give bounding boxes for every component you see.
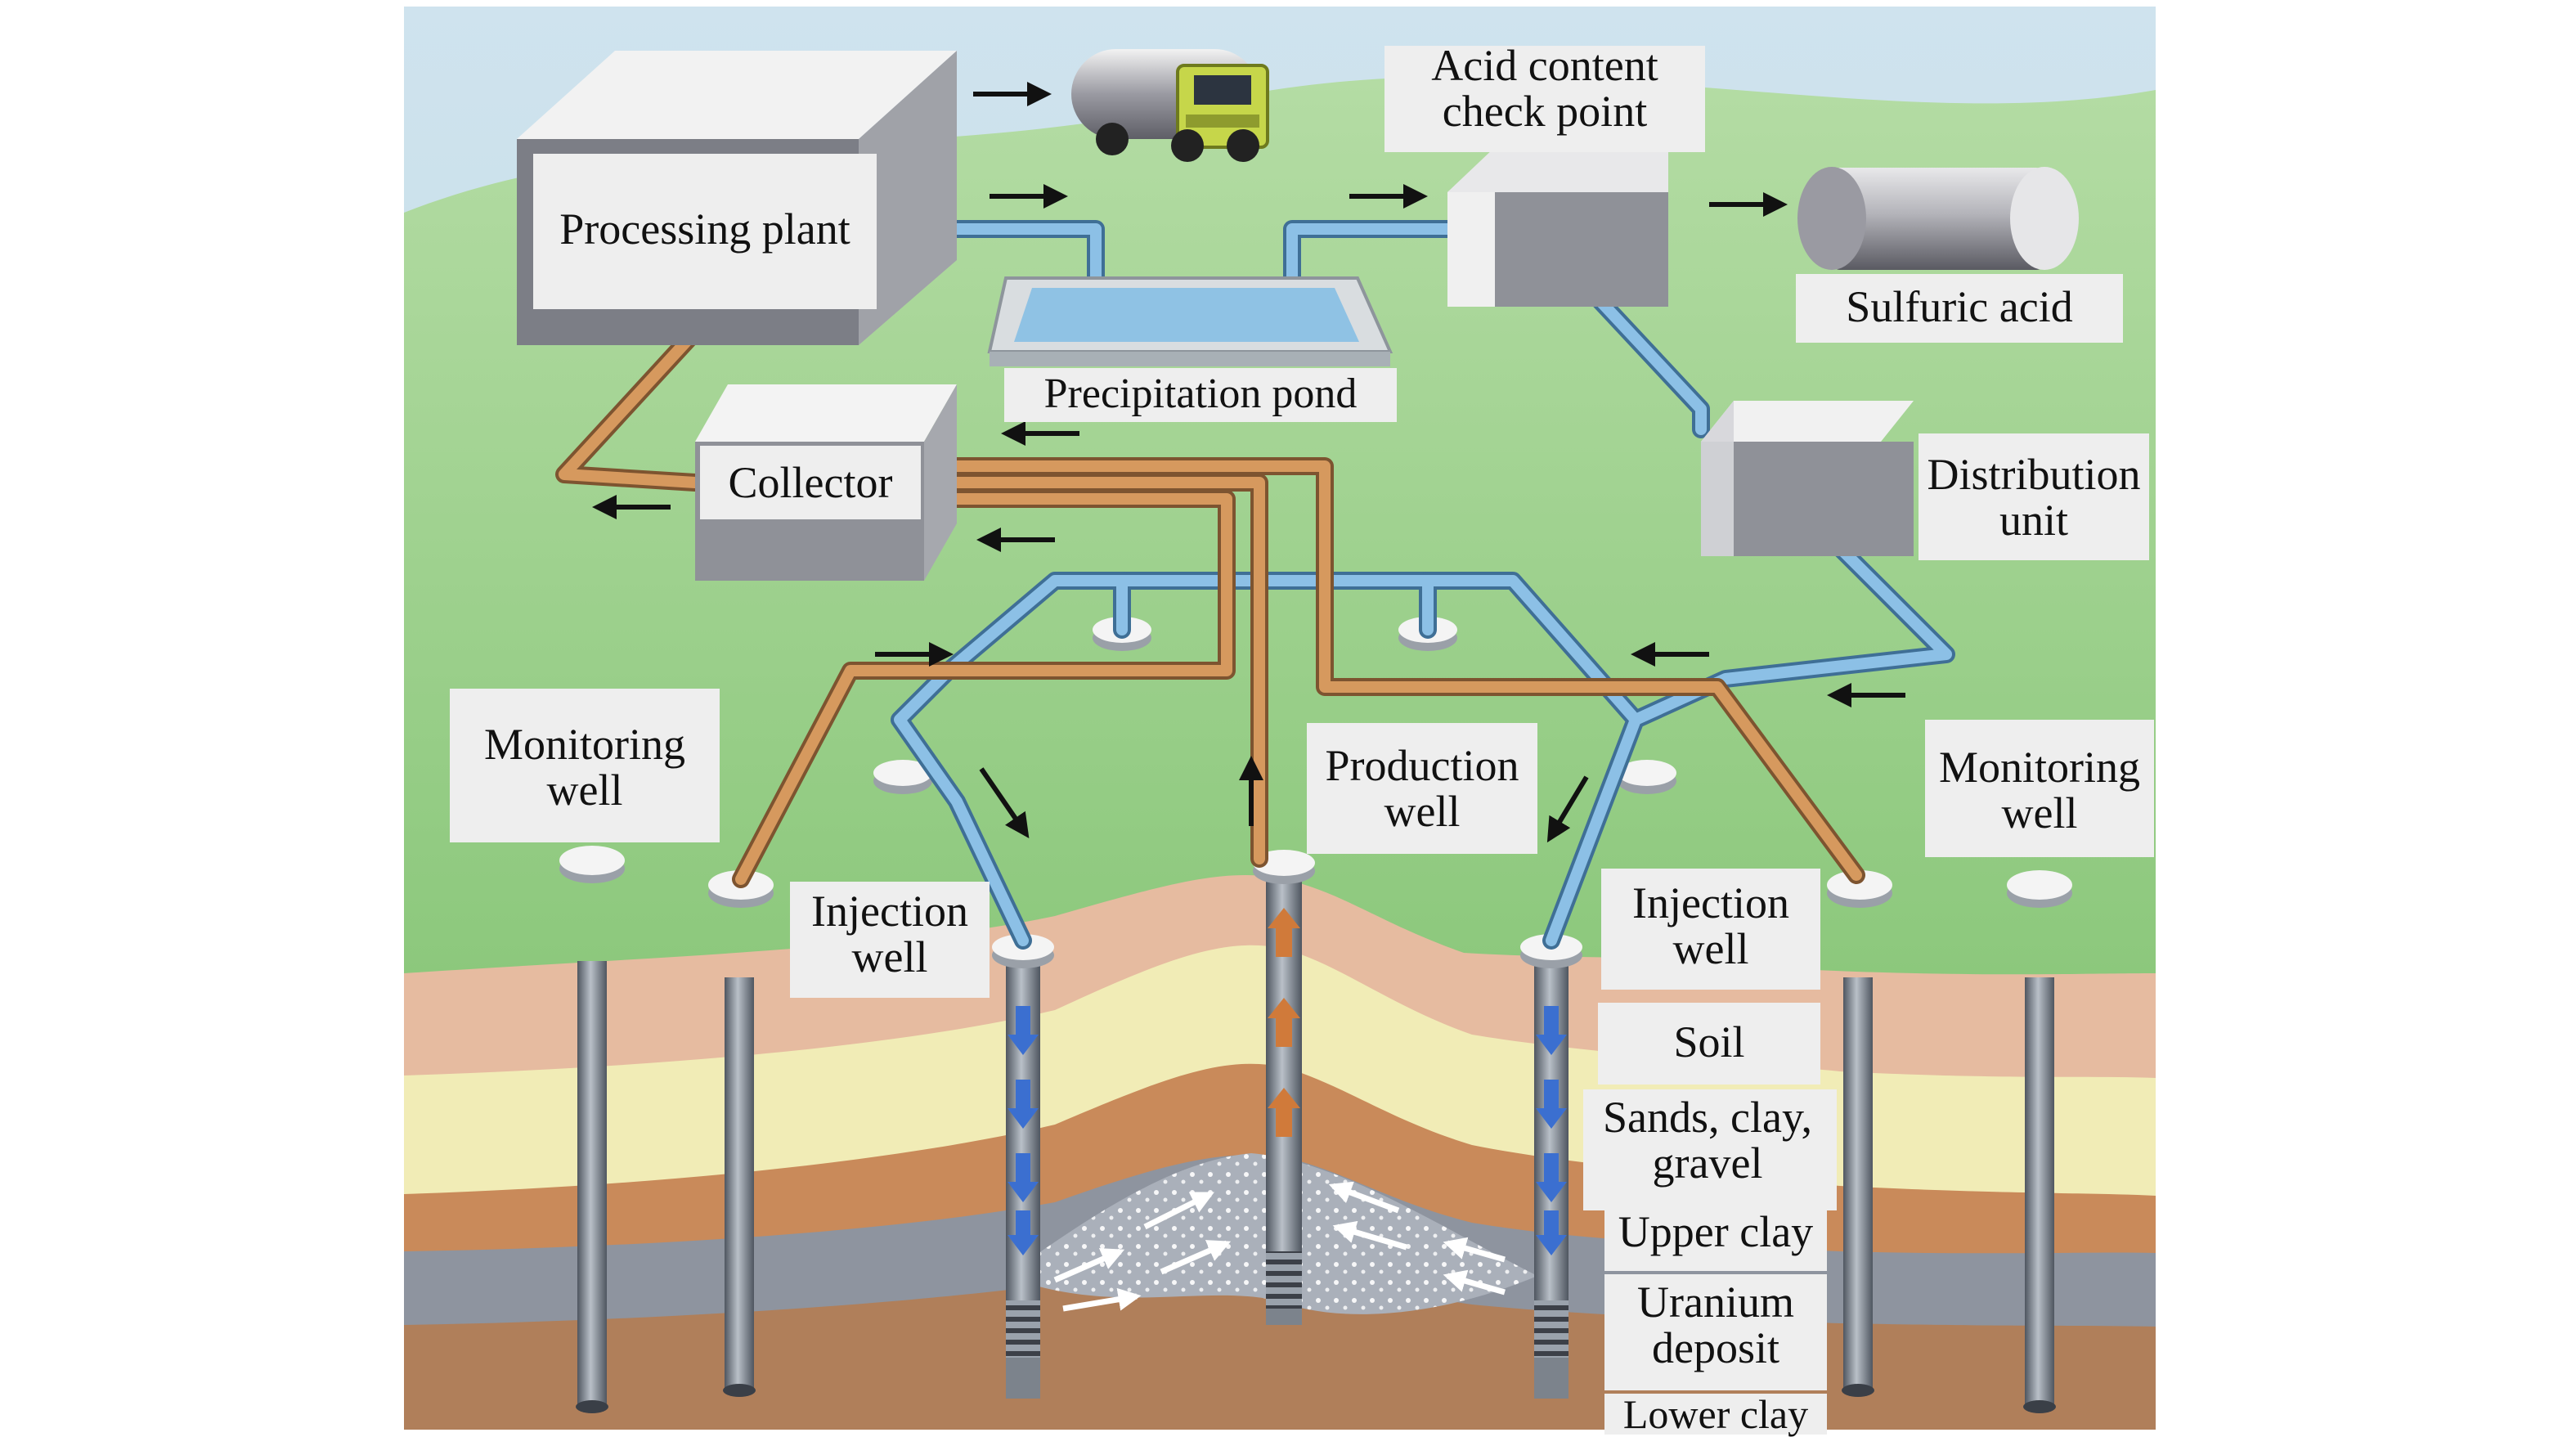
labels: Processing plant Acid content check poin… xyxy=(450,41,2154,1437)
monitoring-well-left xyxy=(559,846,625,1413)
distribution-building xyxy=(1701,401,1914,556)
tanker-truck-icon xyxy=(1071,49,1269,162)
distribution-label-line1: Distribution xyxy=(1927,450,2140,499)
production-well-right-outer xyxy=(1827,870,1892,1397)
injection-well-right xyxy=(1520,934,1582,1399)
processing-plant-label: Processing plant xyxy=(559,204,850,254)
distribution-label-line2: unit xyxy=(1999,496,2068,545)
monitoring-well-right xyxy=(2007,870,2072,1413)
sands-layer-label-line1: Sands, clay, xyxy=(1603,1093,1812,1142)
uranium-deposit-label-line2: deposit xyxy=(1652,1323,1779,1372)
lower-clay-label: Lower clay xyxy=(1623,1391,1808,1437)
collector-label: Collector xyxy=(729,458,893,507)
acid-check-label-line1: Acid content xyxy=(1431,41,1658,90)
distributor-caps xyxy=(873,617,1676,794)
uranium-deposit-label-line1: Uranium xyxy=(1637,1278,1794,1327)
precipitation-pond xyxy=(987,276,1393,366)
monitoring-well-left-label-line2: well xyxy=(547,766,623,815)
soil-layer-label: Soil xyxy=(1673,1017,1744,1067)
precipitation-pond-label: Precipitation pond xyxy=(1044,370,1358,417)
injection-well-left-label-line2: well xyxy=(852,932,928,981)
wells xyxy=(559,617,2072,1413)
sulfuric-acid-tank xyxy=(1797,167,2079,270)
production-well-center xyxy=(1253,850,1315,1325)
monitoring-well-right-label-line2: well xyxy=(2002,788,2078,838)
acid-check-label-line2: check point xyxy=(1443,87,1647,136)
injection-well-left-label-line1: Injection xyxy=(811,887,968,936)
sands-layer-label-line2: gravel xyxy=(1653,1138,1763,1188)
injection-well-left xyxy=(992,934,1054,1399)
production-well-left-outer xyxy=(708,870,774,1397)
monitoring-well-left-label-line1: Monitoring xyxy=(484,720,685,769)
acid-check-building xyxy=(1447,147,1668,307)
injection-well-right-label-line1: Injection xyxy=(1632,878,1789,927)
sulfuric-acid-label: Sulfuric acid xyxy=(1846,282,2072,331)
monitoring-well-right-label-line1: Monitoring xyxy=(1939,743,2140,792)
production-well-label-line2: well xyxy=(1384,787,1461,836)
flow-arrows xyxy=(592,82,1905,843)
upper-clay-label: Upper clay xyxy=(1618,1207,1813,1256)
production-well-label-line1: Production xyxy=(1326,741,1519,790)
injection-well-right-label-line2: well xyxy=(1673,924,1749,973)
